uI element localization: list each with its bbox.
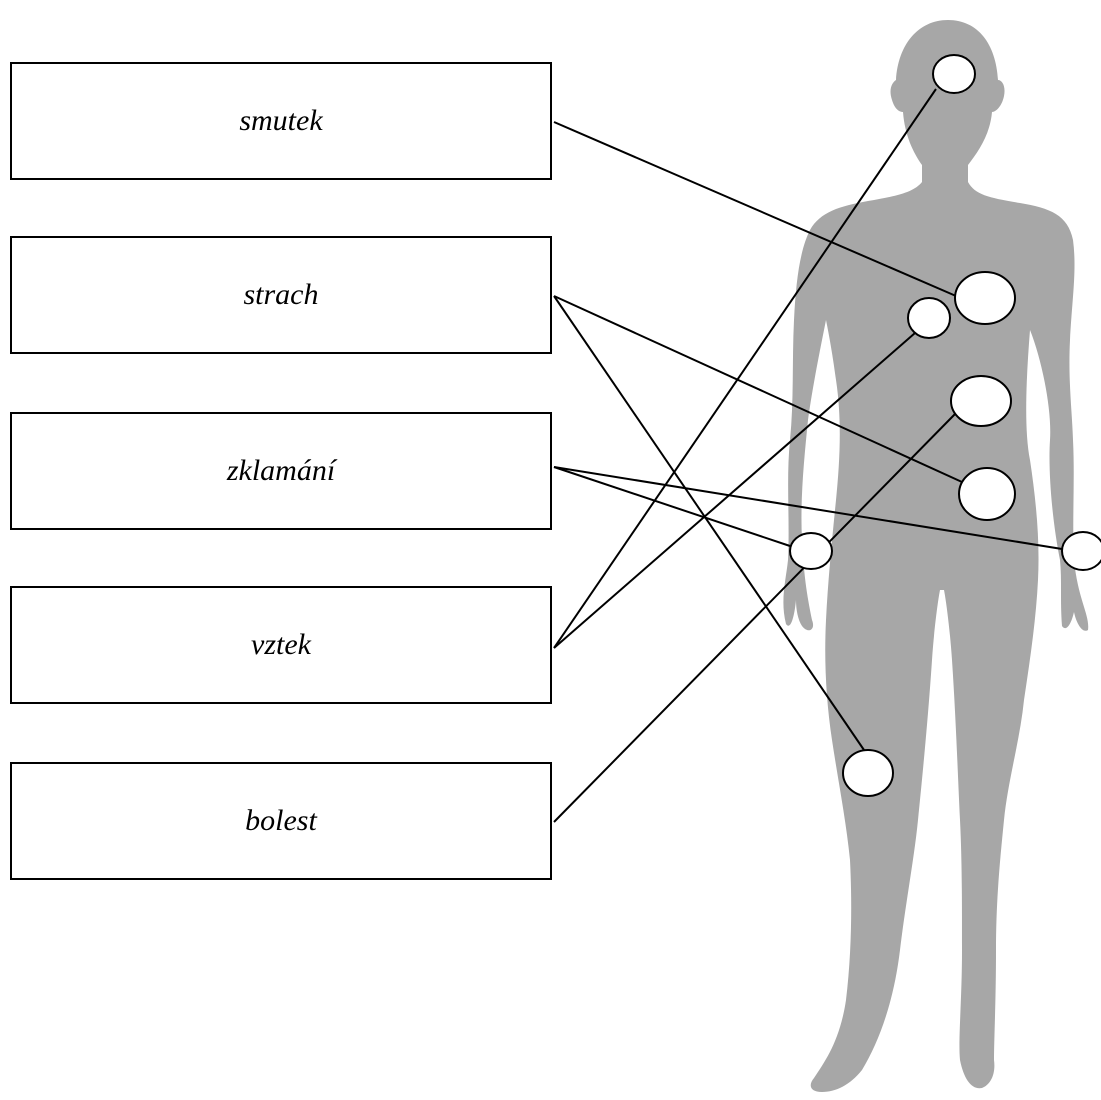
emotion-label: smutek: [239, 104, 322, 138]
marker-right-knee: [843, 750, 893, 796]
marker-upper-abdomen: [951, 376, 1011, 426]
marker-right-hand: [790, 533, 832, 569]
emotion-label: bolest: [245, 804, 317, 838]
silhouette-head: [891, 20, 1005, 190]
marker-left-breast: [955, 272, 1015, 324]
emotion-box-vztek: vztek: [10, 586, 552, 704]
emotion-box-strach: strach: [10, 236, 552, 354]
marker-left-hand: [1062, 532, 1101, 570]
emotion-label: vztek: [251, 628, 311, 662]
marker-lower-abdomen: [959, 468, 1015, 520]
connection-line-strach-right-knee: [554, 296, 864, 750]
emotion-label: strach: [244, 278, 319, 312]
marker-head: [933, 55, 975, 93]
connection-line-zklamani-right-hand: [554, 467, 790, 546]
emotion-box-bolest: bolest: [10, 762, 552, 880]
marker-right-chest: [908, 298, 950, 338]
emotion-box-zklamani: zklamání: [10, 412, 552, 530]
emotion-box-smutek: smutek: [10, 62, 552, 180]
emotion-label: zklamání: [227, 454, 335, 488]
